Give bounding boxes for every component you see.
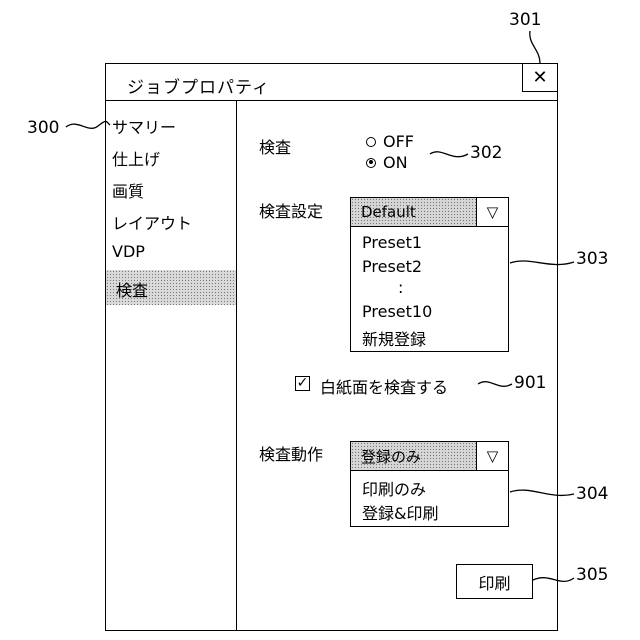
print-button[interactable]: 印刷	[456, 564, 533, 599]
inspection-settings-toggle[interactable]: ▽	[476, 197, 509, 227]
ref-numeral-901: 901	[514, 373, 546, 393]
inspection-action-option[interactable]: 登録&印刷	[362, 500, 438, 524]
inspection-action-label: 検査動作	[259, 441, 323, 465]
blank-check-label: 白紙面を検査する	[320, 374, 448, 398]
leader-300	[66, 121, 110, 128]
sidebar-item-finishing[interactable]: 仕上げ	[112, 146, 160, 170]
close-button[interactable]: ✕	[522, 63, 558, 92]
radio-on-indicator	[366, 158, 376, 168]
ref-numeral-301: 301	[509, 10, 541, 30]
ref-numeral-304: 304	[576, 484, 608, 504]
radio-on[interactable]: ON	[366, 153, 408, 172]
ref-numeral-303: 303	[576, 249, 608, 269]
dropdown-arrow-icon: ▽	[487, 447, 499, 465]
inspection-settings-label: 検査設定	[259, 198, 323, 222]
sidebar-item-layout[interactable]: レイアウト	[112, 210, 192, 234]
blank-check-checkbox[interactable]: ✓	[295, 376, 310, 391]
leader-301	[530, 31, 540, 63]
inspection-settings-selected[interactable]: Default	[350, 197, 478, 227]
ref-numeral-300: 300	[27, 118, 59, 138]
dialog-title: ジョブプロパティ	[127, 73, 270, 98]
inspection-settings-option[interactable]: Preset2	[362, 257, 422, 276]
inspection-settings-option-new[interactable]: 新規登録	[362, 326, 426, 350]
inspection-action-option[interactable]: 印刷のみ	[362, 476, 426, 500]
sidebar-item-summary[interactable]: サマリー	[112, 114, 176, 138]
inspection-action-selected[interactable]: 登録のみ	[350, 441, 478, 471]
radio-off-indicator	[366, 137, 376, 147]
inspection-settings-selected-value: Default	[361, 203, 416, 221]
inspection-settings-option[interactable]: Preset10	[362, 302, 432, 321]
sidebar-item-image-quality[interactable]: 画質	[112, 178, 144, 202]
close-icon: ✕	[532, 67, 547, 88]
inspection-label: 検査	[259, 134, 291, 158]
print-button-label: 印刷	[478, 570, 510, 594]
inspection-settings-ellipsis: :	[398, 278, 403, 297]
ref-numeral-302: 302	[470, 143, 502, 163]
radio-off-label: OFF	[383, 132, 414, 151]
radio-on-label: ON	[383, 153, 408, 172]
radio-off[interactable]: OFF	[366, 132, 414, 151]
sidebar-divider	[236, 100, 237, 631]
titlebar-divider	[105, 100, 558, 101]
inspection-action-toggle[interactable]: ▽	[476, 441, 509, 471]
checkmark-icon: ✓	[297, 375, 309, 391]
inspection-settings-option[interactable]: Preset1	[362, 233, 422, 252]
inspection-action-selected-value: 登録のみ	[361, 446, 421, 467]
sidebar-item-inspection[interactable]: 検査	[116, 277, 148, 301]
ref-numeral-305: 305	[576, 565, 608, 585]
sidebar-item-vdp[interactable]: VDP	[112, 242, 145, 261]
dropdown-arrow-icon: ▽	[487, 203, 499, 221]
